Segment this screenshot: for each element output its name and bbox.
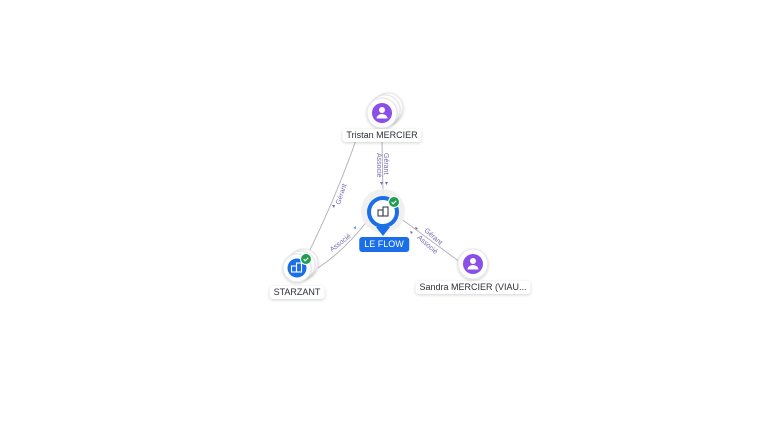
arrow-tristan-main <box>380 182 383 185</box>
edge-starzant-main[interactable] <box>317 219 369 269</box>
arrow-sandra-main-2 <box>410 231 413 234</box>
edge-label-tristan-starzant: Gérant <box>335 183 348 206</box>
node-tristan[interactable] <box>366 92 404 129</box>
person-icon <box>463 254 483 274</box>
person-icon <box>372 103 392 123</box>
building-icon <box>287 258 307 278</box>
edge-label-tristan-main-1: Gérant <box>382 153 389 174</box>
node-sandra[interactable] <box>457 248 489 280</box>
arrow-sandra-main <box>415 227 418 230</box>
building-icon <box>377 206 389 217</box>
edge-tristan-main[interactable] <box>381 139 384 195</box>
node-label-tristan[interactable]: Tristan MERCIER <box>342 129 422 142</box>
verified-check-icon <box>388 196 400 208</box>
edge-label-tristan-main-2: Associé <box>375 153 382 178</box>
arrow-tristan-starzant <box>332 205 335 208</box>
verified-check-icon <box>300 253 312 265</box>
node-label-sandra[interactable]: Sandra MERCIER (VIAU... <box>415 281 531 294</box>
node-starzant[interactable] <box>282 248 319 283</box>
node-label-starzant[interactable]: STARZANT <box>269 286 325 299</box>
edge-tristan-starzant[interactable] <box>303 139 357 263</box>
node-label-le-flow[interactable]: LE FLOW <box>359 237 409 252</box>
arrow-starzant-main <box>353 226 356 229</box>
arrow-tristan-main-2 <box>385 182 388 185</box>
edge-sandra-main[interactable] <box>399 217 461 263</box>
node-le-flow[interactable] <box>361 189 405 236</box>
